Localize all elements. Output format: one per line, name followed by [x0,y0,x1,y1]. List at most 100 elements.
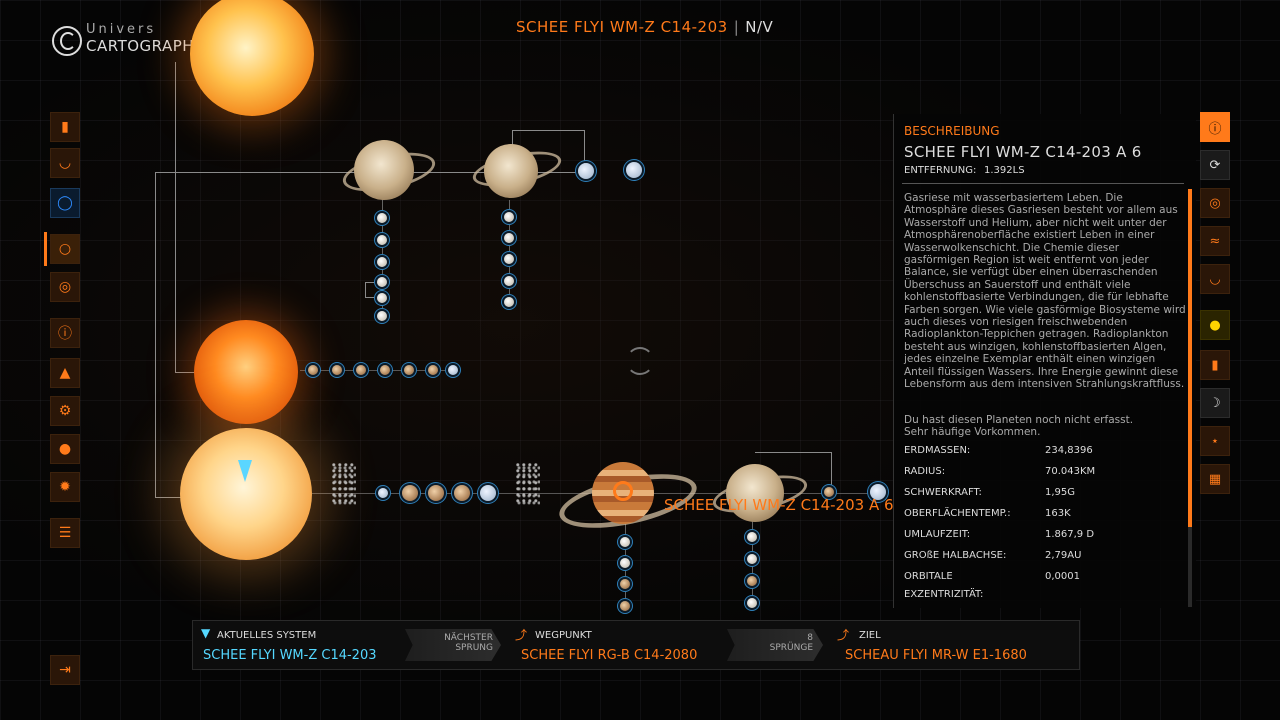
hierarchy-line [512,130,513,148]
moon-view-button[interactable]: ☽ [1200,388,1230,418]
planet-rocky[interactable] [404,365,414,375]
star-c[interactable] [180,428,312,560]
moon[interactable] [377,213,387,223]
settings-button[interactable]: ⚙ [50,396,80,426]
current-location-marker-icon [238,460,252,482]
logo-top-text: Univers [86,22,157,37]
landable-planet-icon: ◡ [58,155,72,171]
moon[interactable] [504,254,514,264]
moon[interactable] [377,257,387,267]
selected-body-label: SCHEE FLYI WM-Z C14-203 A 6 [664,496,894,514]
moon[interactable] [747,554,757,564]
info-orbit-icon: ⓘ [1208,121,1222,137]
moon[interactable] [747,576,757,586]
location-pin-icon: ● [58,441,72,457]
planet-rocky[interactable] [428,365,438,375]
current-system-value[interactable]: SCHEE FLYI WM-Z C14-203 [203,648,377,663]
planet-rocky[interactable] [356,365,366,375]
current-system-label: AKTUELLES SYSTEM [217,630,317,641]
planet-rocky[interactable] [824,487,834,497]
star-a[interactable] [190,0,314,116]
moon[interactable] [747,598,757,608]
waypoint-value[interactable]: SCHEE FLYI RG-B C14-2080 [521,648,698,663]
moon[interactable] [377,277,387,287]
exit-map-button[interactable]: ⇥ [50,655,80,685]
planet-rocky[interactable] [428,485,444,501]
moon-icy[interactable] [626,162,642,178]
star-b[interactable] [194,320,298,424]
moon[interactable] [377,293,387,303]
gas-giant-1[interactable] [354,140,414,200]
points-of-interest-button[interactable]: ● [50,434,80,464]
planet-rocky[interactable] [332,365,342,375]
logo-bottom-text: CARTOGRAPHICS [86,37,220,55]
system-map-button[interactable]: ○ [50,234,80,264]
poi-button[interactable]: ● [1200,310,1230,340]
property-value: 70.043KM [1045,466,1096,477]
moon[interactable] [504,233,514,243]
nodes-icon: ⋆ [1210,433,1220,449]
asteroid-belt[interactable] [516,463,540,505]
moon[interactable] [504,276,514,286]
moon-icy[interactable] [578,163,594,179]
view-mode: N/V [745,18,774,36]
body-info-panel: BESCHREIBUNG SCHEE FLYI WM-Z C14-203 A 6… [893,114,1196,608]
destination-label: ZIEL [859,630,881,641]
moon[interactable] [504,297,514,307]
exit-icon: ⇥ [59,662,71,678]
moon[interactable] [504,212,514,222]
moon[interactable] [377,235,387,245]
bookmark-body-button[interactable]: ▮ [1200,350,1230,380]
planet-icy[interactable] [480,485,496,501]
moon[interactable] [620,601,630,611]
biology-button[interactable]: ≈ [1200,226,1230,256]
property-key: ERDMASSEN: [904,445,971,456]
network-button[interactable]: ⋆ [1200,426,1230,456]
moon[interactable] [747,532,757,542]
moon[interactable] [620,579,630,589]
planet-rocky[interactable] [380,365,390,375]
list-view-button[interactable]: ☰ [50,518,80,548]
bookmarks-button[interactable]: ▮ [50,112,80,142]
hierarchy-line [584,130,585,168]
system-map[interactable]: SCHEE FLYI WM-Z C14-203 A 6 [0,0,894,620]
asteroid-belt[interactable] [332,463,356,505]
signals-button[interactable]: ✹ [50,472,80,502]
property-key: ORBITALE [904,571,953,582]
barycentre-bracket [365,282,383,298]
bookmark-icon: ▮ [1211,357,1219,373]
scan-note: Du hast diesen Planeten noch nicht erfas… [904,414,1186,439]
property-key: UMLAUFZEIT: [904,529,971,540]
planet-rocky[interactable] [402,485,418,501]
description-tab[interactable]: ⓘ [1200,112,1230,142]
property-value: 234,8396 [1045,445,1093,456]
gas-giant-2[interactable] [484,144,538,198]
moon[interactable] [377,311,387,321]
scan-status: Du hast diesen Planeten noch nicht erfas… [904,414,1134,426]
scrollbar-thumb[interactable] [1188,189,1192,527]
planet-rocky[interactable] [308,365,318,375]
moon-icon: ☽ [1209,395,1221,411]
jumps-label: SPRÜNGE [769,643,813,653]
target-body-button[interactable]: ◎ [1200,188,1230,218]
landable-filter-button[interactable]: ◡ [50,148,80,178]
planet-icy[interactable] [378,488,388,498]
destination-value[interactable]: SCHEAU FLYI MR-W E1-1680 [845,648,1027,663]
moon[interactable] [620,558,630,568]
rotate-planet-button[interactable]: ⟳ [1200,150,1230,180]
orbits-button[interactable]: ◎ [50,272,80,302]
system-map-icon: ○ [58,241,72,257]
planet-rocky[interactable] [454,485,470,501]
moon[interactable] [620,537,630,547]
layers-button[interactable]: ▦ [1200,464,1230,494]
stations-button[interactable]: ▲ [50,358,80,388]
body-info-button[interactable]: ⓘ [50,318,80,348]
planet-icy[interactable] [448,365,458,375]
target-orbit-icon: ◎ [58,279,72,295]
discovery-filter-button[interactable]: ◯ [50,188,80,218]
map-center-reticle-icon [626,347,654,375]
planet-icy[interactable] [870,484,886,500]
gas-giant-a7[interactable] [726,464,784,522]
landable-button[interactable]: ◡ [1200,264,1230,294]
landable-planet-icon: ◡ [1209,271,1221,287]
